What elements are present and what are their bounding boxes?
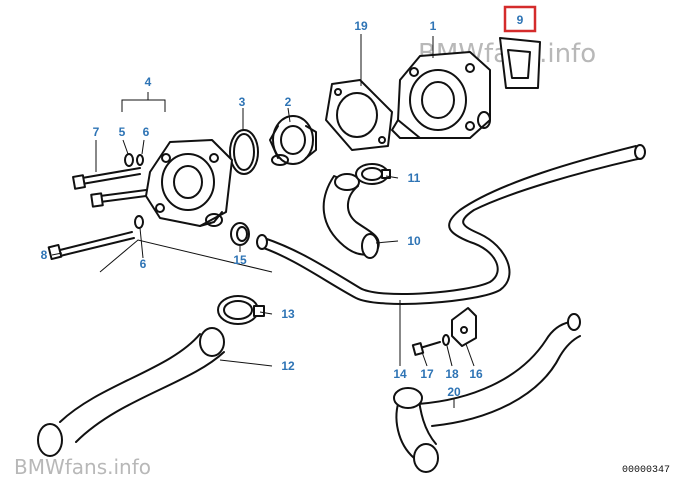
part-thermostat[interactable] xyxy=(269,115,317,166)
diagram-number: 00000347 xyxy=(622,465,670,476)
highlight-box-9 xyxy=(503,5,537,33)
part-bolt-7[interactable] xyxy=(72,167,141,190)
part-clamp-15[interactable] xyxy=(230,222,250,246)
part-washer-6[interactable] xyxy=(136,154,144,166)
part-washer-18[interactable] xyxy=(442,334,450,346)
callout-6a[interactable]: 6 xyxy=(143,125,150,139)
part-long-bolt[interactable] xyxy=(47,231,135,261)
callout-19[interactable]: 19 xyxy=(354,19,368,33)
part-coolant-pipe[interactable] xyxy=(256,144,646,305)
part-o-ring[interactable] xyxy=(229,129,259,175)
part-lower-hose[interactable] xyxy=(37,327,225,457)
callout-8[interactable]: 8 xyxy=(41,248,48,262)
callout-15[interactable]: 15 xyxy=(233,253,247,267)
callout-10[interactable]: 10 xyxy=(407,234,421,248)
callout-12[interactable]: 12 xyxy=(281,359,295,373)
callout-labels: 1 9 19 2 3 4 7 5 6 8 6 15 11 10 13 12 14… xyxy=(41,13,524,399)
callout-5[interactable]: 5 xyxy=(119,125,126,139)
callout-14[interactable]: 14 xyxy=(393,367,407,381)
callout-3[interactable]: 3 xyxy=(239,95,246,109)
callout-7[interactable]: 7 xyxy=(93,125,100,139)
part-clamp-13[interactable] xyxy=(217,295,265,325)
callout-6b[interactable]: 6 xyxy=(140,257,147,271)
part-bolt-7b[interactable] xyxy=(90,189,147,208)
callout-17[interactable]: 17 xyxy=(420,367,434,381)
leader-lines xyxy=(51,34,475,408)
part-bracket-16[interactable] xyxy=(451,307,477,347)
part-hose-20[interactable] xyxy=(393,313,581,473)
callout-4[interactable]: 4 xyxy=(145,75,152,89)
part-gasket-9[interactable] xyxy=(499,37,541,89)
part-washer-6b[interactable] xyxy=(134,215,144,229)
callout-20[interactable]: 20 xyxy=(447,385,461,399)
part-elbow-hose[interactable] xyxy=(322,173,380,259)
callout-13[interactable]: 13 xyxy=(281,307,295,321)
callout-18[interactable]: 18 xyxy=(445,367,459,381)
part-housing-cover[interactable] xyxy=(145,139,233,227)
part-thermostat-housing[interactable] xyxy=(391,51,491,139)
part-clamp-11[interactable] xyxy=(355,163,391,185)
callout-1[interactable]: 1 xyxy=(430,19,437,33)
part-washer-5[interactable] xyxy=(124,153,134,167)
part-gasket-19[interactable] xyxy=(325,79,393,151)
callout-16[interactable]: 16 xyxy=(469,367,483,381)
callout-2[interactable]: 2 xyxy=(285,95,292,109)
callout-9[interactable]: 9 xyxy=(517,13,524,27)
watermark-bottom: BMWfans.info xyxy=(14,455,151,479)
part-bolt-17[interactable] xyxy=(411,341,441,356)
callout-11[interactable]: 11 xyxy=(408,171,421,185)
